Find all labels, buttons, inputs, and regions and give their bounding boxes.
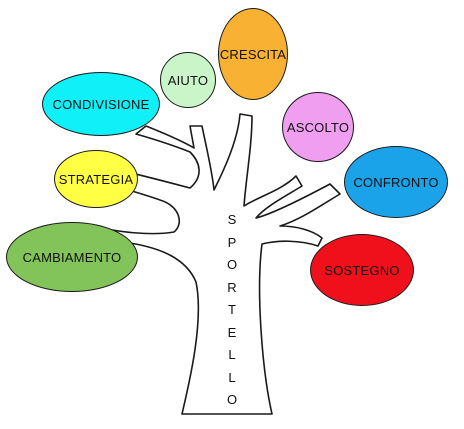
trunk-letter: S xyxy=(227,212,237,227)
bubble-sostegno: SOSTEGNO xyxy=(310,234,414,306)
bubble-label: AIUTO xyxy=(167,72,209,88)
trunk-letter: L xyxy=(228,347,236,362)
bubble-cambiamento: CAMBIAMENTO xyxy=(6,222,138,292)
trunk-letter: T xyxy=(228,302,236,317)
bubble-strategia: STRATEGIA xyxy=(54,150,138,208)
bubble-condivisione: CONDIVISIONE xyxy=(42,72,160,136)
trunk-letter: O xyxy=(226,392,238,407)
bubble-confronto: CONFRONTO xyxy=(344,146,448,218)
bubble-crescita: CRESCITA xyxy=(218,8,288,100)
bubble-aiuto: AIUTO xyxy=(160,52,216,108)
bubble-label: CONDIVISIONE xyxy=(52,96,150,112)
trunk-letter: O xyxy=(226,257,238,272)
trunk-letter: R xyxy=(227,279,237,295)
bubble-label: ASCOLTO xyxy=(286,119,350,135)
bubble-label: CAMBIAMENTO xyxy=(22,249,122,265)
trunk-letter: E xyxy=(227,324,237,340)
bubble-ascolto: ASCOLTO xyxy=(282,92,354,162)
bubble-label: STRATEGIA xyxy=(58,171,134,187)
bubble-label: CRESCITA xyxy=(219,46,287,62)
bubble-label: CONFRONTO xyxy=(353,174,439,190)
trunk-letter: L xyxy=(228,369,236,385)
bubble-label: SOSTEGNO xyxy=(324,262,400,278)
trunk-letter: P xyxy=(227,234,237,250)
